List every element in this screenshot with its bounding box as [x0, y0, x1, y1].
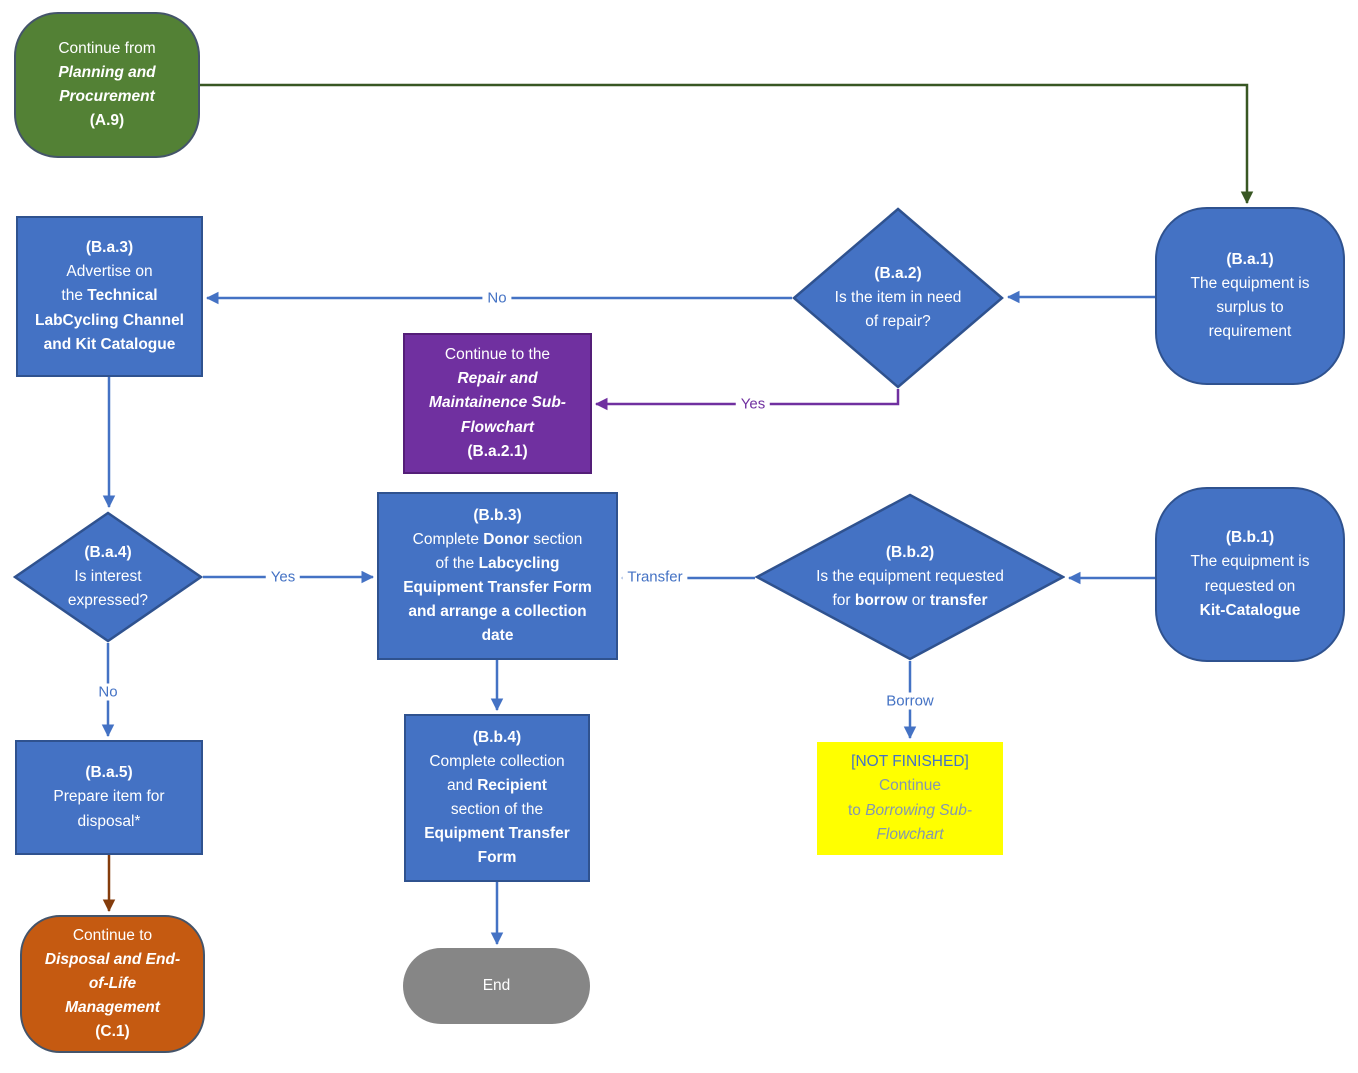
- text-line: Continue to the: [444, 346, 551, 364]
- text-line: [NOT FINISHED]: [851, 753, 969, 771]
- text-line: to Borrowing Sub-: [847, 801, 973, 819]
- text-line: Equipment Transfer Form: [403, 579, 592, 596]
- text-line: Procurement: [59, 88, 155, 105]
- text-line: End: [482, 976, 511, 994]
- diamond-shape: [792, 207, 1004, 389]
- connector-start-to-ba1: [200, 83, 1254, 205]
- text-line: Repair and: [457, 370, 538, 388]
- text-line: for borrow or transfer: [832, 592, 988, 609]
- node-bb1-text: (B.b.1) The equipment is requested on Kit-C…: [1157, 489, 1343, 660]
- text-line: the Technical: [61, 287, 158, 305]
- node-ba1-text: (B.a.1) The equipment is surplus to require…: [1157, 209, 1343, 383]
- text-line: of-Life: [88, 974, 137, 992]
- edge-label-borrow: Borrow: [881, 692, 939, 710]
- text-line: Is the item in need: [834, 288, 962, 306]
- text-line: Form: [477, 849, 517, 867]
- text-line: and Recipient: [447, 776, 547, 794]
- text-line: LabCycling Channel: [35, 311, 184, 329]
- text-line: section of the: [450, 801, 544, 818]
- text-line: The equipment is: [1190, 274, 1310, 292]
- text-line: Prepare item for: [53, 788, 165, 806]
- edge-label-no-repair: No: [482, 289, 512, 307]
- node-bb4-text: (B.b.4) Complete collection and Recipient s…: [406, 716, 588, 880]
- text-line: and arrange a collection: [408, 603, 587, 621]
- text-line: Maintainence Sub-: [429, 394, 566, 412]
- text-line: Is the equipment requested: [816, 567, 1004, 585]
- text-line: and Kit Catalogue: [43, 335, 176, 353]
- node-borrowing-text: [NOT FINISHED] Continue to Borrowing Sub- F…: [817, 742, 1003, 855]
- text-line: Continue: [878, 777, 942, 795]
- edge-label-yes-interest: Yes: [265, 568, 301, 586]
- diamond-shape: [13, 511, 203, 643]
- node-bb4-recipient-section: (B.b.4) Complete collection and Recipient s…: [404, 714, 590, 882]
- text-line: Continue from: [58, 39, 156, 57]
- text-line: The equipment is: [1190, 553, 1310, 571]
- diamond-shape: [755, 493, 1065, 661]
- node-ba4-interest-decision: (B.a.4) Is interest expressed?: [13, 511, 203, 643]
- text-line: Complete collection: [429, 752, 565, 770]
- text-line: (B.b.4): [472, 728, 522, 746]
- node-bb3-text: (B.b.3) Complete Donor section of the Labc…: [379, 494, 616, 658]
- text-line: Is interest: [74, 567, 142, 585]
- node-ba5-prepare-disposal: (B.a.5) Prepare item for disposal*: [15, 740, 203, 855]
- edge-label-yes-repair: Yes: [735, 395, 771, 413]
- text-line: of the Labcycling: [435, 554, 560, 572]
- edge-label-transfer: Transfer: [622, 568, 688, 586]
- node-ba2-repair-decision: (B.a.2) Is the item in need of repair?: [792, 207, 1004, 389]
- text-line: surplus to: [1216, 299, 1284, 316]
- text-line: (B.a.2): [874, 264, 922, 282]
- node-ba1-surplus: (B.a.1) The equipment is surplus to require…: [1155, 207, 1345, 385]
- node-ba2-text: (B.a.2) Is the item in need of repair?: [792, 207, 1004, 389]
- text-line: Flowchart: [460, 418, 535, 436]
- edge-label-no-interest: No: [93, 683, 123, 701]
- text-line: (B.a.5): [85, 764, 133, 782]
- node-ba5-text: (B.a.5) Prepare item for disposal*: [17, 742, 201, 853]
- node-bb1-requested: (B.b.1) The equipment is requested on Kit-C…: [1155, 487, 1345, 662]
- connector-ba2-to-repair: [594, 389, 900, 411]
- text-line: Flowchart: [876, 825, 944, 843]
- text-line: (B.a.1): [1226, 250, 1274, 268]
- text-line: Planning and: [58, 63, 156, 81]
- node-ba4-text: (B.a.4) Is interest expressed?: [13, 511, 203, 643]
- text-line: Kit-Catalogue: [1199, 601, 1301, 619]
- node-bb2-borrow-transfer-decision: (B.b.2) Is the equipment requested for bor…: [755, 493, 1065, 661]
- text-line: (C.1): [95, 1023, 130, 1041]
- text-line: (B.a.2.1): [467, 442, 528, 460]
- node-end: End: [403, 948, 590, 1024]
- node-borrowing-subflowchart: [NOT FINISHED] Continue to Borrowing Sub- F…: [817, 742, 1003, 855]
- text-line: expressed?: [67, 592, 149, 609]
- text-line: Complete Donor section: [412, 530, 583, 548]
- text-line: (B.b.3): [473, 506, 522, 524]
- text-line: (A.9): [89, 112, 125, 130]
- text-line: (B.b.1): [1225, 529, 1275, 547]
- text-line: Management: [65, 999, 160, 1016]
- text-line: Disposal and End-: [44, 950, 181, 968]
- text-line: of repair?: [865, 313, 931, 330]
- text-line: Continue to: [72, 926, 153, 944]
- text-line: (B.a.3): [85, 239, 134, 257]
- text-line: disposal*: [77, 812, 141, 830]
- text-line: Advertise on: [66, 263, 153, 281]
- text-line: requirement: [1208, 323, 1292, 341]
- node-end-text: End: [403, 948, 590, 1024]
- node-bb2-text: (B.b.2) Is the equipment requested for bor…: [755, 493, 1065, 661]
- text-line: requested on: [1204, 577, 1296, 595]
- text-line: (B.a.4): [84, 543, 132, 561]
- node-bb3-donor-section: (B.b.3) Complete Donor section of the Labc…: [377, 492, 618, 660]
- text-line: Equipment Transfer: [424, 825, 570, 843]
- text-line: (B.b.2): [885, 543, 935, 561]
- text-line: date: [481, 627, 514, 645]
